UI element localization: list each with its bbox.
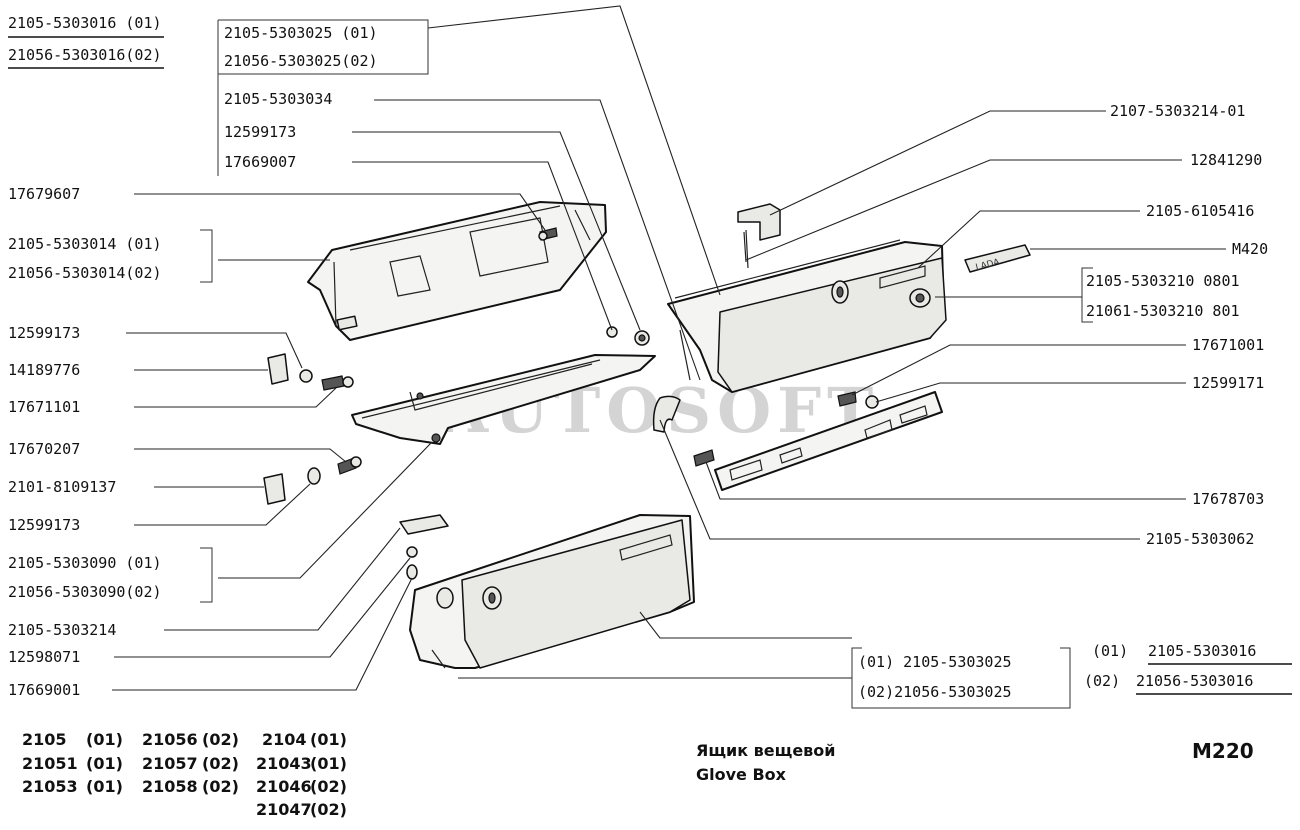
label-21056-5303090: 21056-5303090(02) [8,583,162,601]
glove-box-tray-lower [351,354,656,445]
label-b-5303016-2-prefix: (02) [1084,672,1120,690]
label-2107-5303214-01: 2107-5303214-01 [1110,102,1245,120]
app-r1-c3: (02) [202,754,239,773]
label-17671001: 17671001 [1192,336,1264,354]
label-12599171: 12599171 [1192,374,1264,392]
app-r2-c5: (02) [310,777,347,796]
app-r2-c3: (02) [202,777,239,796]
label-2105-6105416: 2105-6105416 [1146,202,1254,220]
label-17671101: 17671101 [8,398,80,416]
label-b-5303025-1: (01) 2105-5303025 [858,653,1012,671]
label-12599173-b: 12599173 [8,516,80,534]
app-r1-c0: 21051 [22,754,78,773]
title-russian: Ящик вещевой [696,741,836,760]
page-code: M220 [1192,739,1254,763]
part-labels: 2105-5303016 (01) 21056-5303016(02) 2105… [8,14,1292,701]
app-r0-c3: (02) [202,730,239,749]
glove-box-door-upper [667,239,947,393]
label-12599173-top: 12599173 [224,123,296,141]
app-r3-c5: (02) [310,800,347,819]
label-2105-5303062: 2105-5303062 [1146,530,1254,548]
app-r2-c2: 21058 [142,777,198,796]
label-top-box-1: 2105-5303025 (01) [224,24,378,42]
app-r3-c4: 21047 [256,800,312,819]
fasteners [263,227,879,580]
latch-bracket [737,203,781,269]
label-top-left-1: 2105-5303016 (01) [8,14,162,32]
label-17669001: 17669001 [8,681,80,699]
app-r0-c1: (01) [86,730,123,749]
app-r2-c0: 21053 [22,777,78,796]
label-12599173-a: 12599173 [8,324,80,342]
app-r2-c1: (01) [86,777,123,796]
label-b-5303016-1-prefix: (01) [1092,642,1128,660]
app-r0-c2: 21056 [142,730,198,749]
label-brackets [200,19,1093,709]
app-r0-c5: (01) [310,730,347,749]
label-17669007: 17669007 [224,153,296,171]
hinge-strip [714,391,943,491]
label-2105-5303210: 2105-5303210 0801 [1086,272,1240,290]
label-2101-8109137: 2101-8109137 [8,478,116,496]
label-b-5303025-2: (02)21056-5303025 [858,683,1012,701]
label-21056-5303014: 21056-5303014(02) [8,264,162,282]
label-top-box-2: 21056-5303025(02) [224,52,378,70]
label-2105-5303014: 2105-5303014 (01) [8,235,162,253]
app-r0-c0: 2105 [22,730,67,749]
label-top-left-2: 21056-5303016(02) [8,46,162,64]
label-17670207: 17670207 [8,440,80,458]
label-2105-5303090: 2105-5303090 (01) [8,554,162,572]
hose-elbow [652,395,681,433]
leader-lines [112,5,1226,691]
glove-box-tray-upper [307,201,607,341]
app-r1-c5: (01) [310,754,347,773]
label-b-5303016-2: 21056-5303016 [1136,672,1253,690]
label-2105-5303034: 2105-5303034 [224,90,332,108]
app-r1-c1: (01) [86,754,123,773]
app-r1-c2: 21057 [142,754,198,773]
app-r0-c4: 2104 [262,730,307,749]
label-17678703: 17678703 [1192,490,1264,508]
app-r1-c4: 21043 [256,754,312,773]
label-21061-5303210: 21061-5303210 801 [1086,302,1240,320]
lock-cylinder [909,288,931,308]
glove-box-door-lower [409,514,695,669]
lada-badge: LADA [964,244,1031,273]
label-b-5303016-1: 2105-5303016 [1148,642,1256,660]
title-english: Glove Box [696,765,787,784]
label-M420: M420 [1232,240,1268,258]
label-2105-5303214: 2105-5303214 [8,621,116,639]
label-17679607: 17679607 [8,185,80,203]
label-14189776: 14189776 [8,361,80,379]
app-r2-c4: 21046 [256,777,312,796]
label-12841290: 12841290 [1190,151,1262,169]
model-applicability-table: 2105 (01) 21056 (02) 2104 (01) 21051 (01… [22,730,347,819]
label-12598071: 12598071 [8,648,80,666]
